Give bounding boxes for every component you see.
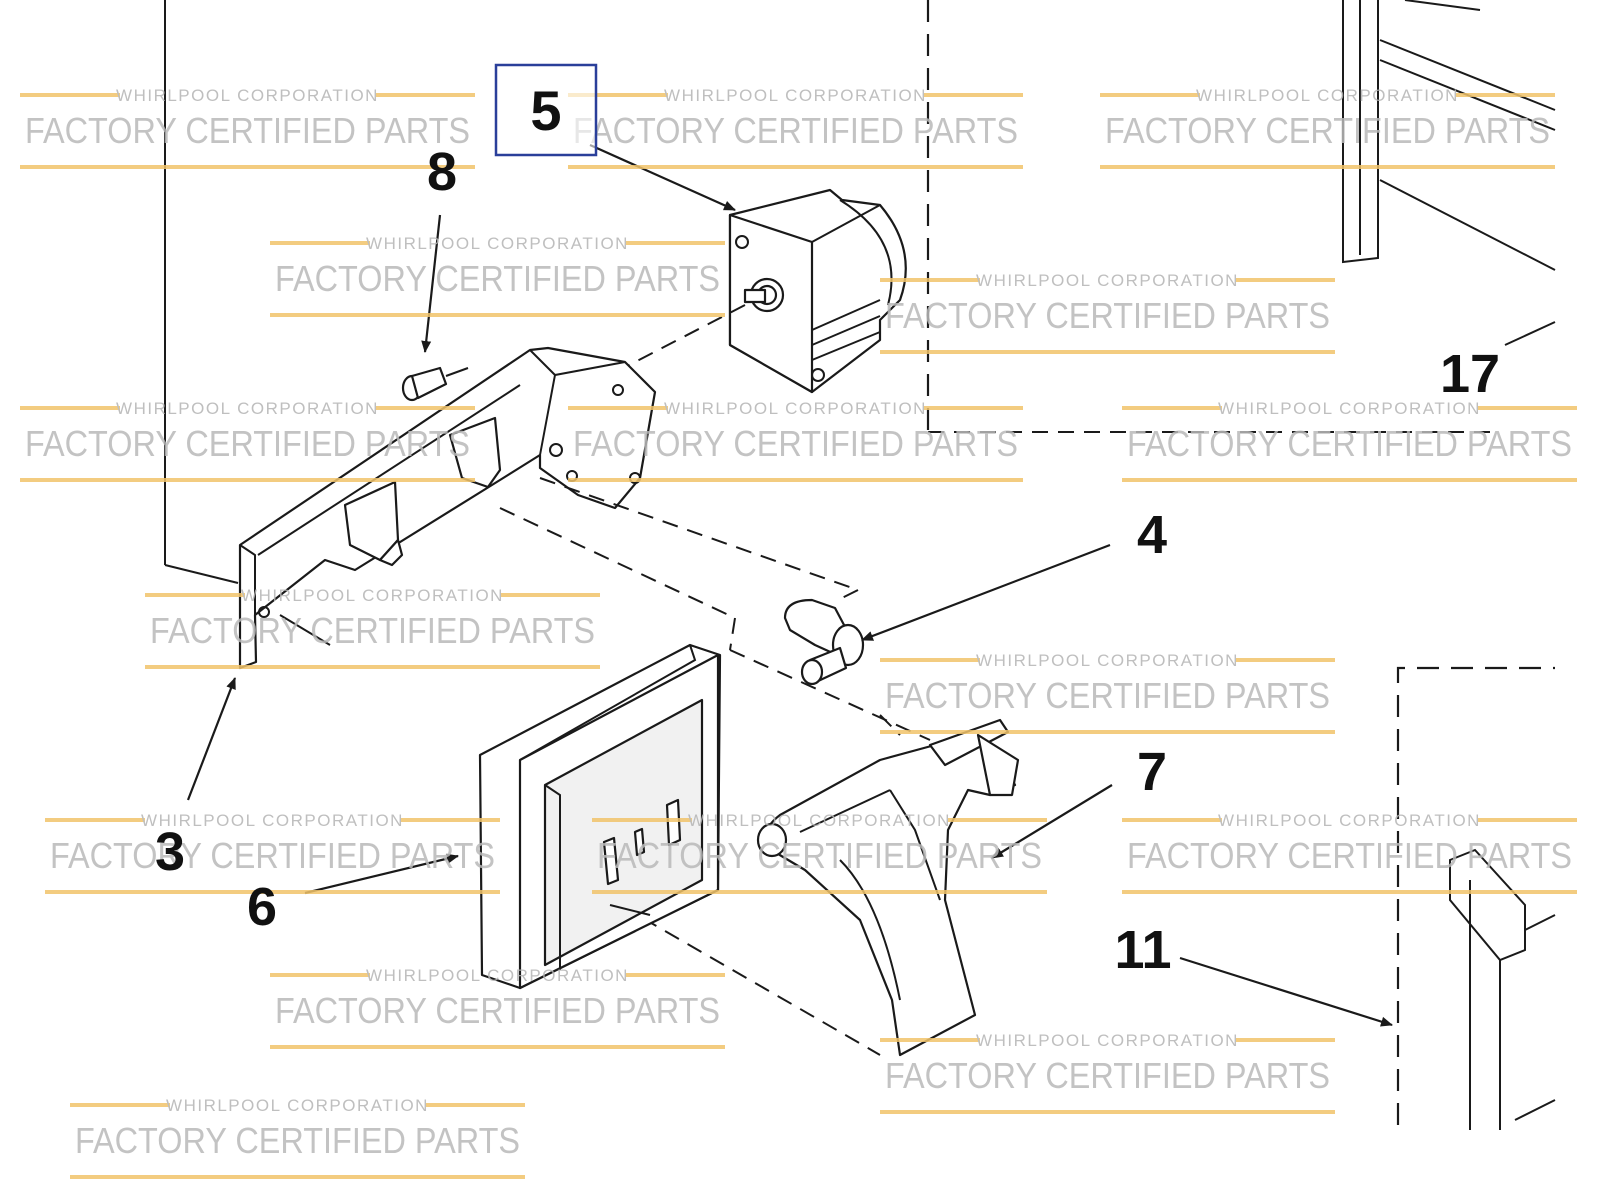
part-8-screw [401, 366, 469, 402]
watermark-tagline: FACTORY CERTIFIED PARTS [885, 295, 1330, 336]
watermark: WHIRLPOOL CORPORATION FACTORY CERTIFIED P… [1122, 399, 1577, 482]
arrow-4 [861, 543, 1111, 642]
watermark-corporation: WHIRLPOOL CORPORATION [976, 271, 1239, 290]
watermark-corporation: WHIRLPOOL CORPORATION [664, 399, 927, 418]
watermark-corporation: WHIRLPOOL CORPORATION [366, 234, 629, 253]
callout-8[interactable]: 8 [427, 142, 457, 202]
watermark: WHIRLPOOL CORPORATION FACTORY CERTIFIED P… [880, 1031, 1335, 1114]
watermark-corporation: WHIRLPOOL CORPORATION [976, 651, 1239, 670]
watermark-corporation: WHIRLPOOL CORPORATION [1196, 86, 1459, 105]
watermark: WHIRLPOOL CORPORATION FACTORY CERTIFIED P… [1100, 86, 1555, 169]
watermark: WHIRLPOOL CORPORATION FACTORY CERTIFIED P… [592, 811, 1047, 894]
watermark: WHIRLPOOL CORPORATION FACTORY CERTIFIED P… [880, 271, 1335, 354]
watermark-corporation: WHIRLPOOL CORPORATION [1218, 399, 1481, 418]
watermark-layer: WHIRLPOOL CORPORATION FACTORY CERTIFIED P… [20, 86, 1577, 1179]
guide-lines [499, 477, 931, 1056]
part-17-cabinet-edge [1342, 0, 1556, 346]
watermark: WHIRLPOOL CORPORATION FACTORY CERTIFIED P… [270, 966, 725, 1049]
callout-arrows [186, 143, 1393, 1027]
watermark-tagline: FACTORY CERTIFIED PARTS [573, 110, 1018, 151]
callout-6[interactable]: 6 [247, 877, 277, 937]
part-5-motor [728, 188, 907, 394]
watermark-tagline: FACTORY CERTIFIED PARTS [885, 675, 1330, 716]
watermark-tagline: FACTORY CERTIFIED PARTS [885, 1055, 1330, 1096]
watermark-corporation: WHIRLPOOL CORPORATION [241, 586, 504, 605]
watermark-corporation: WHIRLPOOL CORPORATION [1218, 811, 1481, 830]
part-7-lever [756, 718, 1020, 1057]
watermark-corporation: WHIRLPOOL CORPORATION [141, 811, 404, 830]
watermark: WHIRLPOOL CORPORATION FACTORY CERTIFIED P… [568, 399, 1023, 482]
watermark: WHIRLPOOL CORPORATION FACTORY CERTIFIED P… [145, 586, 600, 669]
part-6-cover [478, 643, 722, 990]
highlighted-callout-box [494, 63, 598, 157]
callout-17[interactable]: 17 [1440, 344, 1500, 404]
watermark-tagline: FACTORY CERTIFIED PARTS [573, 423, 1018, 464]
watermark: WHIRLPOOL CORPORATION FACTORY CERTIFIED P… [20, 399, 475, 482]
watermark-tagline: FACTORY CERTIFIED PARTS [275, 258, 720, 299]
arrow-5 [589, 143, 736, 212]
callout-4[interactable]: 4 [1137, 505, 1167, 565]
watermark-tagline: FACTORY CERTIFIED PARTS [25, 423, 470, 464]
watermark-tagline: FACTORY CERTIFIED PARTS [50, 835, 495, 876]
watermark: WHIRLPOOL CORPORATION FACTORY CERTIFIED P… [70, 1096, 525, 1179]
arrow-7 [991, 784, 1113, 859]
watermark-tagline: FACTORY CERTIFIED PARTS [1127, 835, 1572, 876]
part-3-bracket [238, 346, 657, 670]
watermark-corporation: WHIRLPOOL CORPORATION [664, 86, 927, 105]
arrow-6 [304, 853, 459, 895]
watermark-tagline: FACTORY CERTIFIED PARTS [150, 610, 595, 651]
watermark-corporation: WHIRLPOOL CORPORATION [116, 86, 379, 105]
arrow-11 [1179, 956, 1393, 1027]
part-4-actuator [783, 598, 865, 686]
callout-5[interactable]: 5 [530, 79, 561, 142]
watermark-corporation: WHIRLPOOL CORPORATION [976, 1031, 1239, 1050]
watermark-corporation: WHIRLPOOL CORPORATION [116, 399, 379, 418]
watermark-corporation: WHIRLPOOL CORPORATION [166, 1096, 429, 1115]
watermark-corporation: WHIRLPOOL CORPORATION [688, 811, 951, 830]
watermark: WHIRLPOOL CORPORATION FACTORY CERTIFIED P… [1122, 811, 1577, 894]
watermark-tagline: FACTORY CERTIFIED PARTS [1127, 423, 1572, 464]
watermark-tagline: FACTORY CERTIFIED PARTS [25, 110, 470, 151]
watermark: WHIRLPOOL CORPORATION FACTORY CERTIFIED P… [568, 86, 1023, 169]
watermark: WHIRLPOOL CORPORATION FACTORY CERTIFIED P… [20, 86, 475, 169]
watermark: WHIRLPOOL CORPORATION FACTORY CERTIFIED P… [880, 651, 1335, 734]
watermark-tagline: FACTORY CERTIFIED PARTS [1105, 110, 1550, 151]
watermark: WHIRLPOOL CORPORATION FACTORY CERTIFIED P… [270, 234, 725, 317]
watermark-tagline: FACTORY CERTIFIED PARTS [275, 990, 720, 1031]
arrow-8 [421, 214, 442, 353]
bracket-tab [279, 614, 331, 646]
part-11-rail [1449, 848, 1556, 1130]
watermark-tagline: FACTORY CERTIFIED PARTS [75, 1120, 520, 1161]
callout-7[interactable]: 7 [1137, 742, 1167, 802]
callout-3[interactable]: 3 [155, 822, 185, 882]
callout-11[interactable]: 11 [1114, 920, 1171, 980]
watermark: WHIRLPOOL CORPORATION FACTORY CERTIFIED P… [45, 811, 500, 894]
watermark-corporation: WHIRLPOOL CORPORATION [366, 966, 629, 985]
watermark-tagline: FACTORY CERTIFIED PARTS [597, 835, 1042, 876]
assembly-boundary [164, 0, 1555, 1125]
arrow-3 [186, 677, 237, 801]
